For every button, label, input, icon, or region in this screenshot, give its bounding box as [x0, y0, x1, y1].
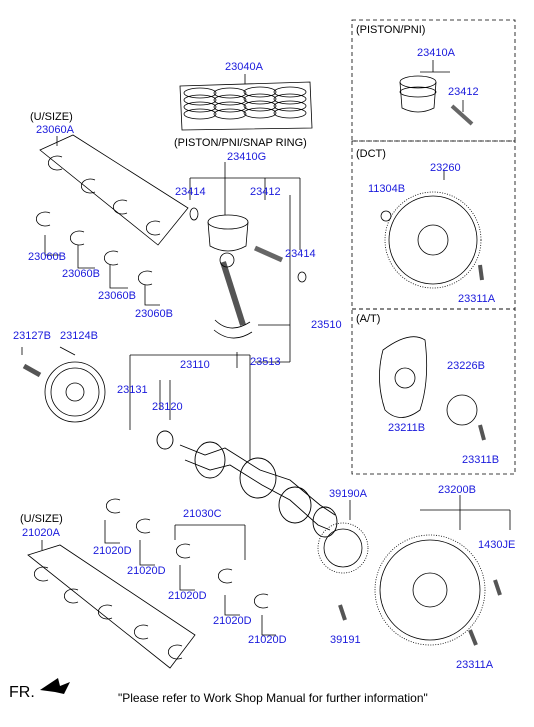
- piston-ring-stack: [183, 86, 307, 120]
- part-23120[interactable]: 23120: [152, 401, 183, 413]
- part-23200B[interactable]: 23200B: [438, 484, 476, 496]
- part-23311B[interactable]: 23311B: [462, 454, 500, 466]
- section-dct: (DCT): [356, 148, 386, 160]
- part-23110[interactable]: 23110: [180, 359, 210, 371]
- part-23211B[interactable]: 23211B: [388, 422, 426, 434]
- part-21020D-3[interactable]: 21020D: [168, 590, 207, 602]
- part-11304B[interactable]: 11304B: [368, 183, 406, 195]
- part-23513[interactable]: 23513: [250, 356, 281, 368]
- part-23060B-3[interactable]: 23060B: [98, 290, 136, 302]
- part-23410A[interactable]: 23410A: [417, 47, 455, 59]
- part-21020D-4[interactable]: 21020D: [213, 615, 252, 627]
- bearing-shells-lower: [33, 566, 183, 660]
- part-23414-left[interactable]: 23414: [175, 186, 206, 198]
- part-23226B[interactable]: 23226B: [447, 360, 485, 372]
- at-box: [351, 308, 516, 475]
- part-23414-right[interactable]: 23414: [285, 248, 316, 260]
- part-23311A-dct[interactable]: 23311A: [458, 293, 496, 305]
- part-21020D-2[interactable]: 21020D: [127, 565, 166, 577]
- part-21020A[interactable]: 21020A: [22, 527, 60, 539]
- part-23260[interactable]: 23260: [430, 162, 461, 174]
- part-23311A-bottom[interactable]: 23311A: [456, 659, 494, 671]
- part-21030C[interactable]: 21030C: [183, 508, 222, 520]
- crankshaft: [156, 430, 338, 538]
- part-21020D-1[interactable]: 21020D: [93, 545, 132, 557]
- part-23060A[interactable]: 23060A: [36, 124, 74, 136]
- section-usize-lower: (U/SIZE): [20, 513, 63, 525]
- bearing-shells-upper: [35, 155, 161, 286]
- part-23410G[interactable]: 23410G: [227, 151, 267, 163]
- dct-box: [351, 140, 516, 310]
- part-1430JE[interactable]: 1430JE: [478, 539, 516, 551]
- bearing-shells-middle: [105, 498, 269, 609]
- footer-note: "Please refer to Work Shop Manual for fu…: [118, 691, 428, 705]
- front-arrow-icon: [40, 678, 70, 694]
- part-39190A[interactable]: 39190A: [329, 488, 367, 500]
- section-piston-snap-ring: (PISTON/PNI/SNAP RING): [174, 137, 307, 149]
- part-23127B[interactable]: 23127B: [13, 330, 51, 342]
- part-23124B[interactable]: 23124B: [60, 330, 98, 342]
- part-23412-top[interactable]: 23412: [448, 86, 479, 98]
- section-usize-upper: (U/SIZE): [30, 111, 73, 123]
- front-direction-label: FR.: [9, 684, 35, 701]
- part-23131[interactable]: 23131: [117, 384, 148, 396]
- part-23060B-4[interactable]: 23060B: [135, 308, 173, 320]
- section-at: (A/T): [356, 313, 381, 325]
- part-23040A[interactable]: 23040A: [225, 61, 263, 73]
- part-39191[interactable]: 39191: [330, 634, 361, 646]
- piston-pni-box: [351, 19, 516, 142]
- part-23412-mid[interactable]: 23412: [250, 186, 281, 198]
- section-piston-pni: (PISTON/PNI): [356, 24, 426, 36]
- part-23510[interactable]: 23510: [311, 319, 342, 331]
- part-23060B-1[interactable]: 23060B: [28, 251, 66, 263]
- part-23060B-2[interactable]: 23060B: [62, 268, 100, 280]
- part-21020D-5[interactable]: 21020D: [248, 634, 287, 646]
